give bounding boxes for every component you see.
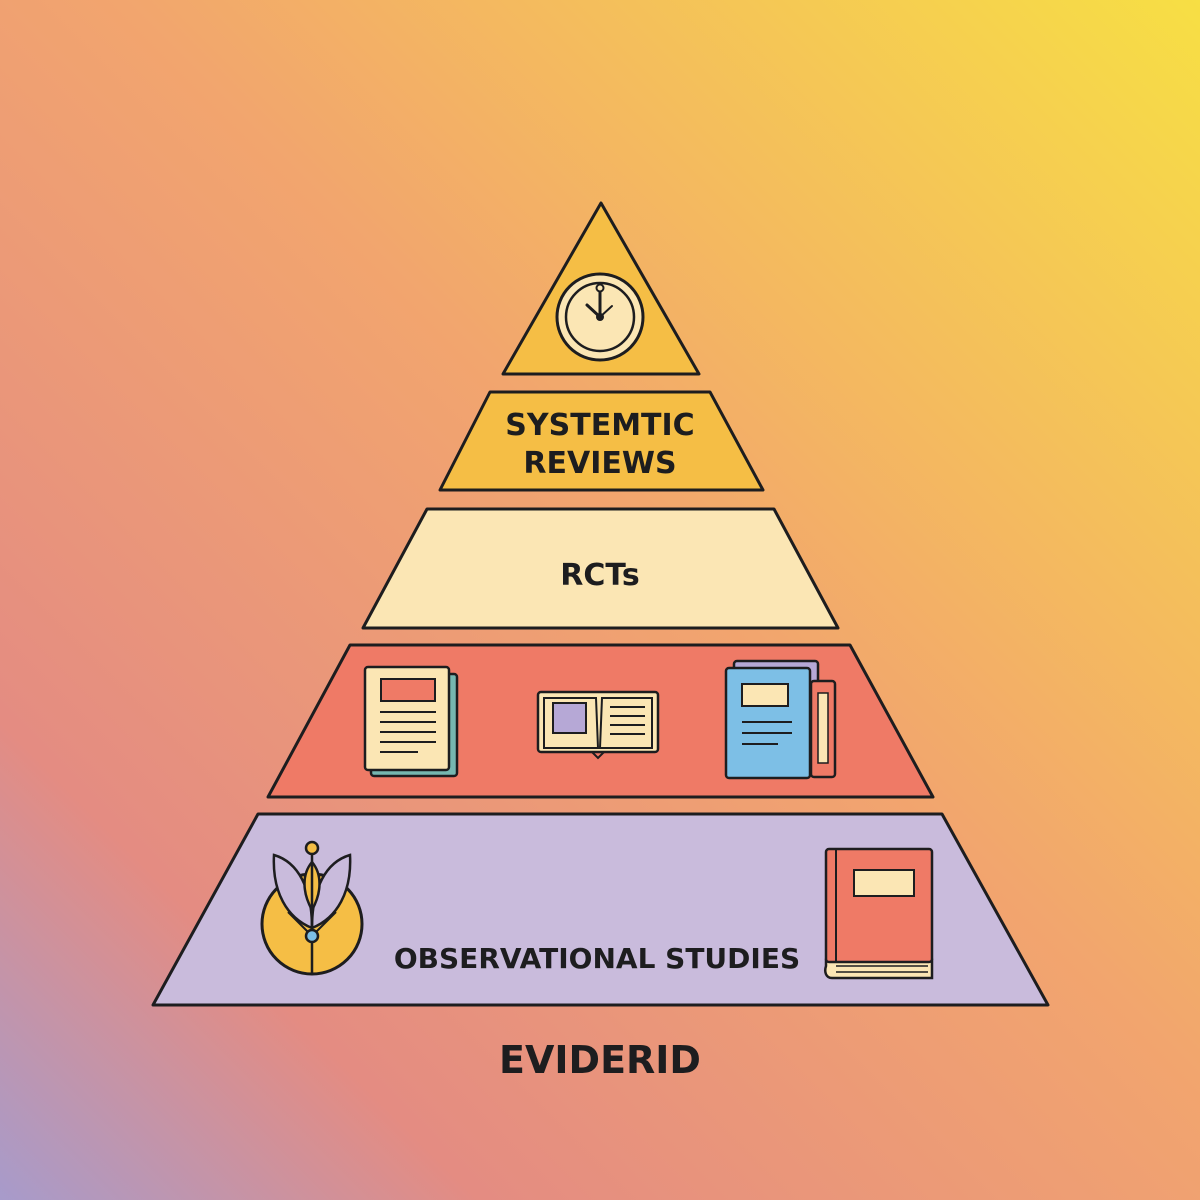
tier-observational: OBSERVATIONAL STUDIES xyxy=(151,812,1050,1007)
tier-systematic-reviews: SYSTEMTIC REVIEWS xyxy=(438,390,765,492)
clock-icon xyxy=(555,272,645,362)
diagram-caption: EVIDERID xyxy=(499,1038,701,1082)
tier-observational-label: OBSERVATIONAL STUDIES xyxy=(394,942,800,975)
tier-literature xyxy=(266,643,935,799)
tier-rcts-shape xyxy=(361,507,840,630)
books-stack-icon xyxy=(724,659,837,780)
closed-book-icon xyxy=(824,847,934,980)
open-book-icon xyxy=(536,690,660,760)
tier-systematic-label-line1: SYSTEMTIC xyxy=(505,408,694,443)
tier-systematic-label-line2: REVIEWS xyxy=(523,446,676,481)
tier-apex xyxy=(501,201,701,376)
tier-rcts-label: RCTs xyxy=(560,558,639,593)
tier-observational-shape xyxy=(151,812,1050,1007)
tier-rcts: RCTs xyxy=(361,507,840,630)
tier-systematic-shape xyxy=(438,390,765,492)
plant-circle-icon xyxy=(260,840,364,976)
report-document-icon xyxy=(363,665,459,778)
